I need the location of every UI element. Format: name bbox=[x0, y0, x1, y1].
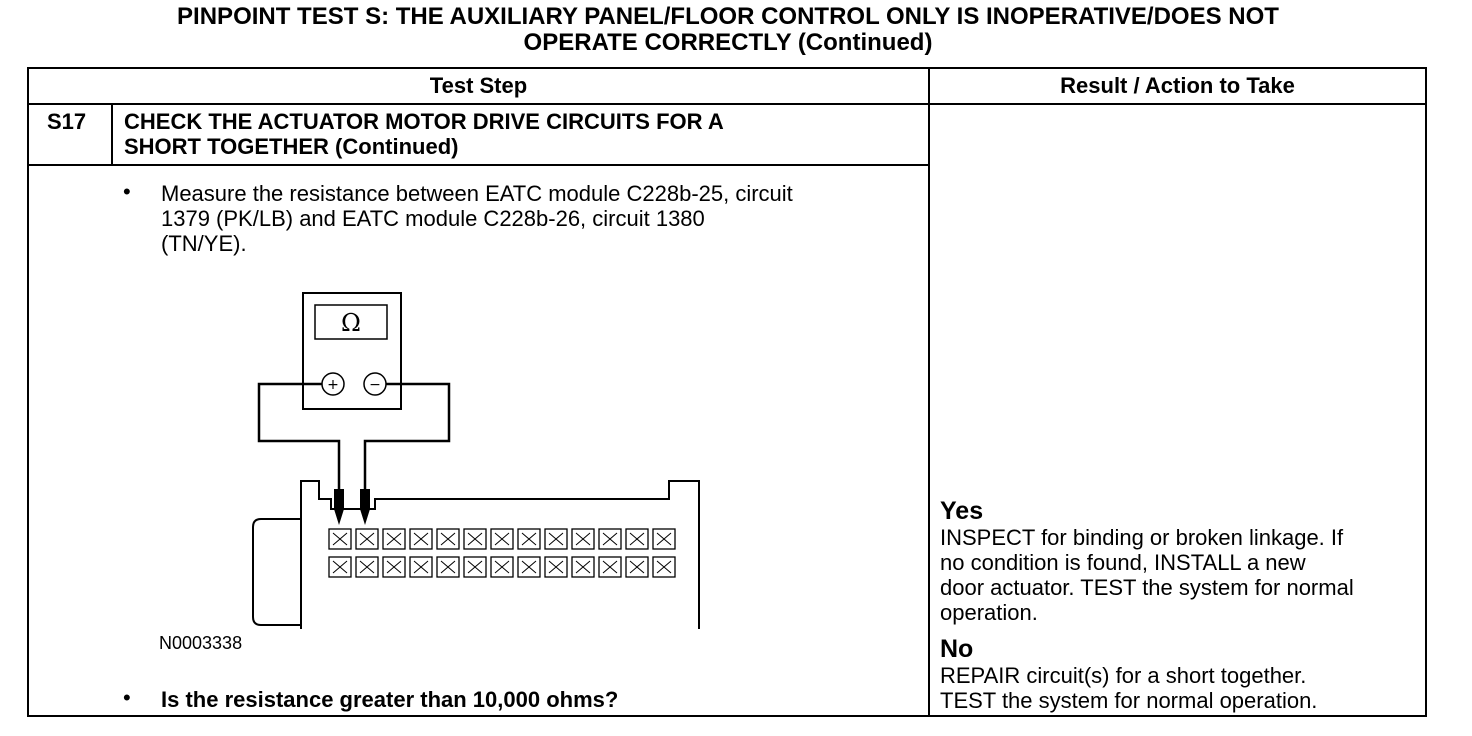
yes-line-1: INSPECT for binding or broken linkage. I… bbox=[940, 525, 1344, 550]
connector-body bbox=[300, 480, 700, 629]
result-no: No REPAIR circuit(s) for a short togethe… bbox=[940, 635, 1420, 713]
bullet-dot: • bbox=[123, 685, 131, 710]
page-title: PINPOINT TEST S: THE AUXILIARY PANEL/FLO… bbox=[0, 4, 1456, 56]
positive-probe bbox=[334, 489, 344, 509]
connector-pin-terminal bbox=[575, 532, 591, 546]
connector-pin-terminal bbox=[629, 532, 645, 546]
bullet-dot: • bbox=[123, 179, 131, 204]
question-bullet: • Is the resistance greater than 10,000 … bbox=[123, 685, 921, 712]
positive-probe-tip bbox=[334, 509, 344, 525]
positive-sign: + bbox=[327, 377, 339, 393]
no-label: No bbox=[940, 635, 974, 663]
connector-pin-terminal bbox=[629, 560, 645, 574]
column-divider bbox=[928, 69, 930, 715]
connector-pin-terminal bbox=[494, 560, 510, 574]
positive-lead bbox=[257, 382, 341, 493]
header-test-step: Test Step bbox=[429, 73, 528, 98]
connector-pin-terminal bbox=[359, 560, 375, 574]
no-line-2: TEST the system for normal operation. bbox=[940, 688, 1318, 713]
connector-pin-terminal bbox=[521, 532, 537, 546]
instruction-line-2: 1379 (PK/LB) and EATC module C228b-26, c… bbox=[161, 206, 705, 231]
yes-line-4: operation. bbox=[940, 600, 1038, 625]
ohm-symbol: Ω bbox=[341, 309, 361, 337]
connector-pins bbox=[328, 528, 676, 578]
yes-line-2: no condition is found, INSTALL a new bbox=[940, 550, 1306, 575]
meter-display bbox=[314, 304, 388, 340]
instruction-line-1: Measure the resistance between EATC modu… bbox=[161, 181, 793, 206]
connector-pin-terminal bbox=[467, 532, 483, 546]
connector-pin-terminal bbox=[413, 560, 429, 574]
title-line-1: PINPOINT TEST S: THE AUXILIARY PANEL/FLO… bbox=[177, 3, 1279, 30]
header-result-action: Result / Action to Take bbox=[1060, 73, 1295, 98]
negative-probe-tip bbox=[360, 509, 370, 525]
no-line-1: REPAIR circuit(s) for a short together. bbox=[940, 663, 1307, 688]
result-yes: Yes INSPECT for binding or broken linkag… bbox=[940, 497, 1420, 625]
connector-pin-terminal bbox=[548, 532, 564, 546]
step-id: S17 bbox=[47, 109, 87, 134]
negative-sign: − bbox=[369, 377, 381, 393]
connector-pin-terminal bbox=[602, 532, 618, 546]
connector-pin-terminal bbox=[494, 532, 510, 546]
connector-pin-terminal bbox=[359, 532, 375, 546]
step-title-divider bbox=[29, 164, 928, 166]
instruction-bullet: • Measure the resistance between EATC mo… bbox=[123, 179, 921, 256]
figure-id: N0003338 bbox=[159, 633, 243, 653]
connector-pin-terminal bbox=[575, 560, 591, 574]
connector-pin-terminal bbox=[440, 560, 456, 574]
title-line-2: OPERATE CORRECTLY (Continued) bbox=[523, 29, 933, 56]
connector-pin-terminal bbox=[467, 560, 483, 574]
connector-pin-terminal bbox=[548, 560, 564, 574]
connector-pin-terminal bbox=[386, 560, 402, 574]
connector-pin-terminal bbox=[656, 560, 672, 574]
connector-latch bbox=[252, 518, 301, 626]
step-id-divider bbox=[111, 103, 113, 165]
instruction-line-3: (TN/YE). bbox=[161, 231, 247, 256]
ohmmeter-connector-diagram: Ω + − bbox=[252, 292, 700, 629]
header-divider bbox=[29, 103, 1425, 105]
connector-pin-terminal bbox=[332, 532, 348, 546]
step-title: CHECK THE ACTUATOR MOTOR DRIVE CIRCUITS … bbox=[124, 109, 904, 159]
connector-pin-terminal bbox=[602, 560, 618, 574]
connector-pin-terminal bbox=[440, 532, 456, 546]
step-title-line-2: SHORT TOGETHER (Continued) bbox=[124, 134, 459, 159]
connector-pin-terminal bbox=[521, 560, 537, 574]
connector-pin-terminal bbox=[386, 532, 402, 546]
yes-line-3: door actuator. TEST the system for norma… bbox=[940, 575, 1354, 600]
connector-pin-terminal bbox=[413, 532, 429, 546]
step-title-line-1: CHECK THE ACTUATOR MOTOR DRIVE CIRCUITS … bbox=[124, 109, 724, 134]
negative-lead bbox=[363, 382, 451, 493]
question-text: Is the resistance greater than 10,000 oh… bbox=[161, 687, 619, 712]
connector-pin-terminal bbox=[656, 532, 672, 546]
yes-label: Yes bbox=[940, 497, 984, 525]
pinpoint-test-table: Test Step Result / Action to Take S17 CH… bbox=[27, 67, 1427, 717]
connector-pin-terminal bbox=[332, 560, 348, 574]
negative-probe bbox=[360, 489, 370, 509]
